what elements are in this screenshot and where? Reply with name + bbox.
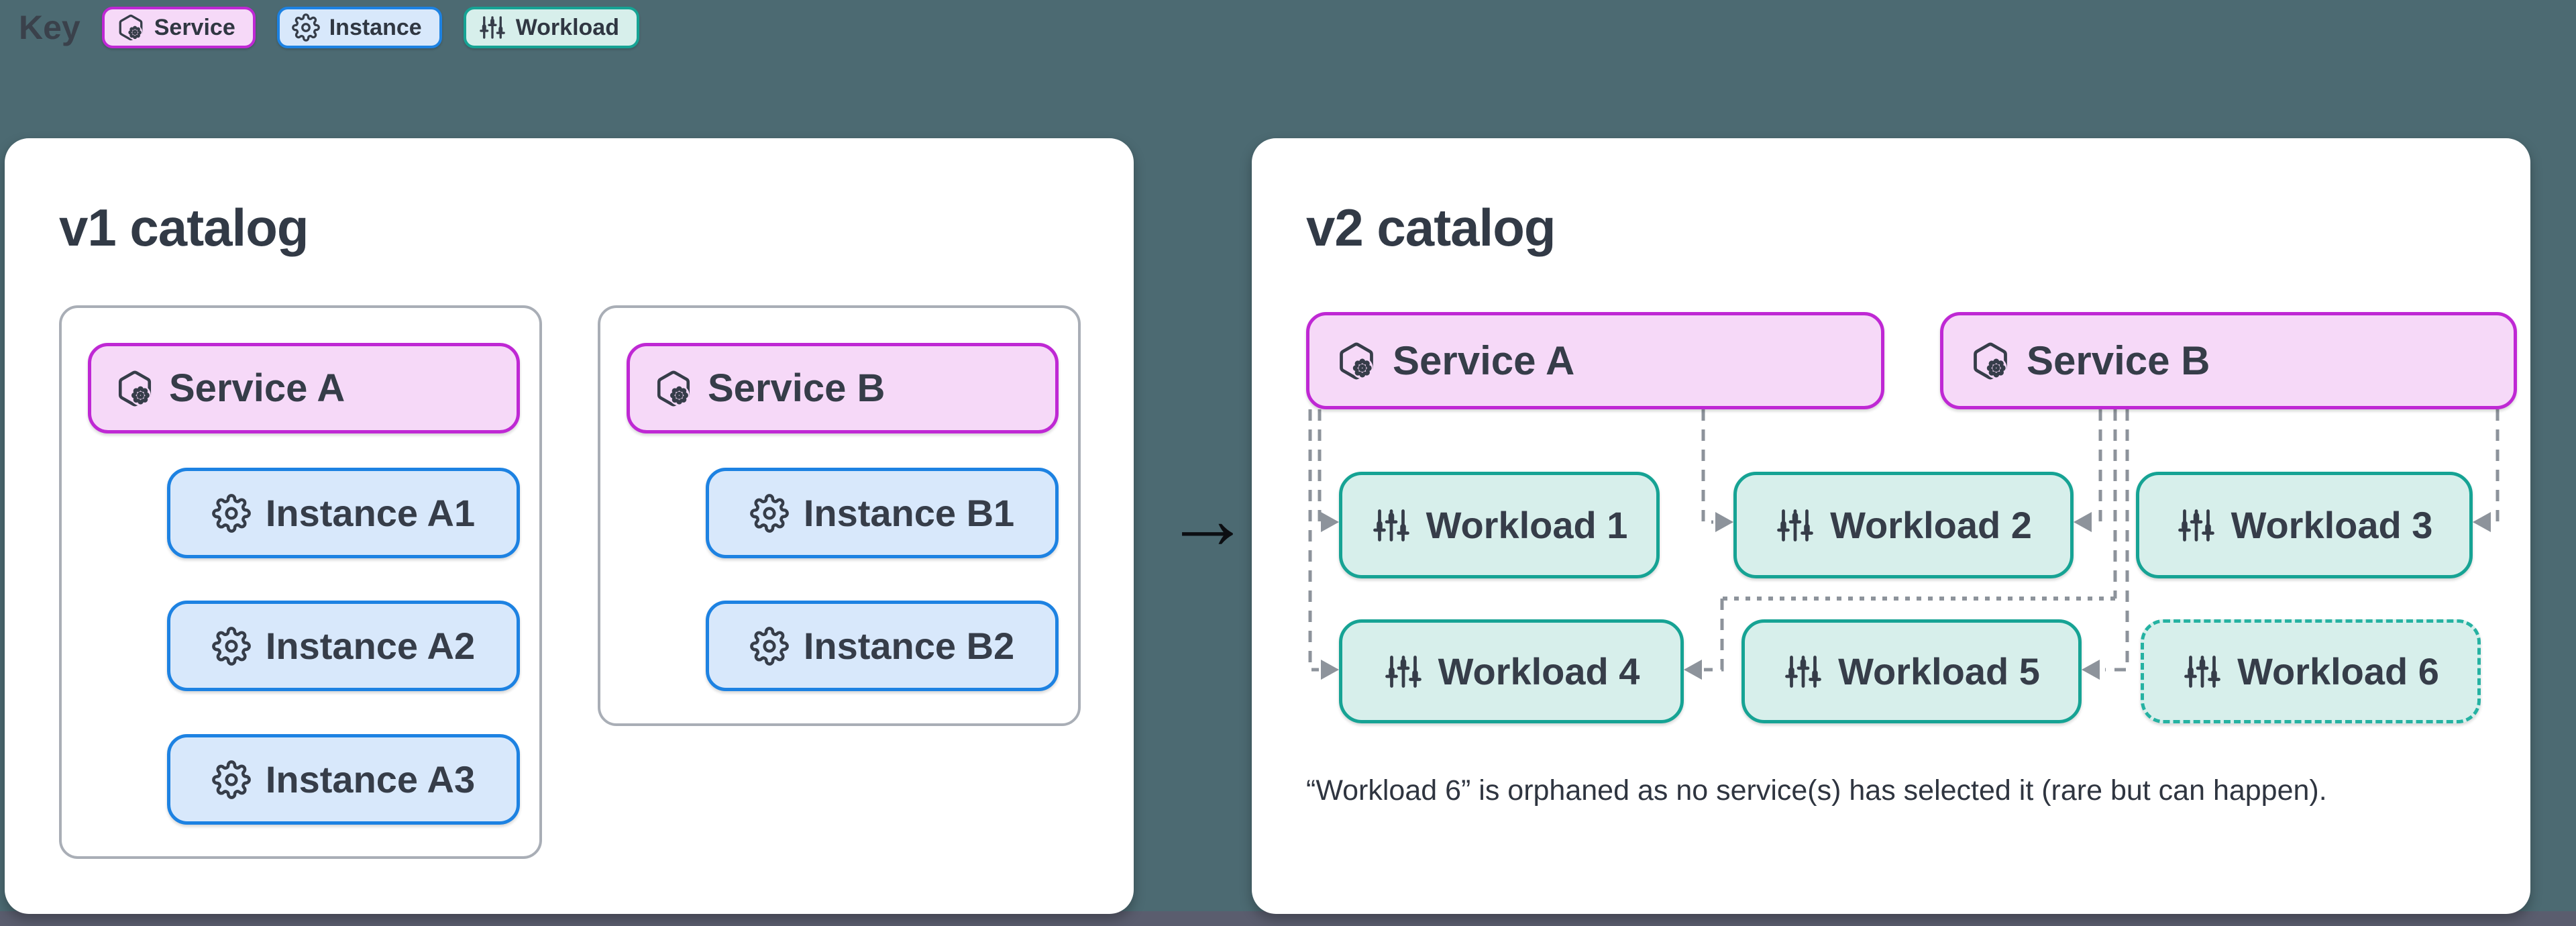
instance-gear-icon: [212, 760, 251, 799]
v2-panel-title: v2 catalog: [1306, 198, 1556, 257]
instance-gear-icon: [212, 627, 251, 666]
v2-service-b-label: Service B: [2027, 338, 2210, 383]
service-b-badge: Service B: [627, 343, 1059, 433]
instance-gear-icon: [292, 13, 320, 42]
legend-service-badge: Service: [101, 7, 256, 48]
instance-a2-label: Instance A2: [265, 625, 476, 667]
workload-2-badge: Workload 2: [1733, 472, 2074, 578]
workload-6-label: Workload 6: [2237, 650, 2439, 692]
workload-4-badge: Workload 4: [1339, 619, 1684, 723]
instance-gear-icon: [212, 494, 251, 533]
workload-1-badge: Workload 1: [1339, 472, 1660, 578]
service-b-label: Service B: [708, 366, 885, 410]
service-a-group: Service A Instance A1 Instance A2 Instan…: [59, 305, 542, 859]
instance-a2-badge: Instance A2: [167, 601, 520, 691]
service-hexagon-gear-icon: [115, 369, 154, 408]
instance-b2-label: Instance B2: [803, 625, 1015, 667]
legend-service-label: Service: [154, 14, 235, 40]
v1-to-v2-arrow: →: [1165, 470, 1250, 567]
instance-a3-label: Instance A3: [265, 758, 476, 801]
instance-a3-badge: Instance A3: [167, 734, 520, 825]
instance-gear-icon: [750, 494, 789, 533]
v1-catalog-panel: v1 catalog Service A Instance A1 Instanc…: [5, 138, 1134, 914]
instance-gear-icon: [750, 627, 789, 666]
instance-a1-badge: Instance A1: [167, 468, 520, 558]
bottom-strip: [0, 911, 2576, 926]
orphaned-workload-footnote: “Workload 6” is orphaned as no service(s…: [1306, 774, 2327, 807]
service-a-badge: Service A: [88, 343, 520, 433]
workload-sliders-icon: [478, 13, 506, 42]
instance-b1-label: Instance B1: [803, 492, 1015, 534]
v2-catalog-panel: v2 catalog Service A Service B Workload …: [1252, 138, 2530, 914]
workload-sliders-icon: [1371, 505, 1411, 546]
workload-4-label: Workload 4: [1438, 650, 1640, 692]
service-hexagon-gear-icon: [1970, 341, 2010, 381]
service-hexagon-gear-icon: [654, 369, 693, 408]
workload-5-label: Workload 5: [1838, 650, 2040, 692]
workload-sliders-icon: [1383, 652, 1424, 692]
legend-instance-badge: Instance: [276, 7, 442, 48]
v2-service-b-badge: Service B: [1940, 312, 2517, 409]
legend-title: Key: [19, 9, 80, 46]
v2-service-a-label: Service A: [1393, 338, 1575, 383]
workload-sliders-icon: [1775, 505, 1815, 546]
instance-a1-label: Instance A1: [265, 492, 476, 534]
legend-workload-label: Workload: [515, 14, 619, 40]
instance-b2-badge: Instance B2: [706, 601, 1059, 691]
v2-service-a-badge: Service A: [1306, 312, 1884, 409]
workload-1-label: Workload 1: [1426, 504, 1628, 546]
workload-2-label: Workload 2: [1830, 504, 2032, 546]
instance-b1-badge: Instance B1: [706, 468, 1059, 558]
legend: Key Service Instance Workload: [19, 5, 639, 50]
service-hexagon-gear-icon: [1336, 341, 1377, 381]
service-a-label: Service A: [169, 366, 345, 410]
workload-3-label: Workload 3: [2231, 504, 2433, 546]
legend-instance-label: Instance: [329, 14, 422, 40]
workload-5-badge: Workload 5: [1741, 619, 2082, 723]
workload-6-badge: Workload 6: [2141, 619, 2481, 723]
workload-sliders-icon: [2182, 652, 2222, 692]
service-hexagon-gear-icon: [117, 13, 145, 42]
service-b-group: Service B Instance B1 Instance B2: [598, 305, 1081, 726]
workload-sliders-icon: [2176, 505, 2216, 546]
legend-workload-badge: Workload: [463, 7, 639, 48]
workload-3-badge: Workload 3: [2136, 472, 2473, 578]
workload-sliders-icon: [1783, 652, 1823, 692]
v1-panel-title: v1 catalog: [59, 198, 309, 257]
